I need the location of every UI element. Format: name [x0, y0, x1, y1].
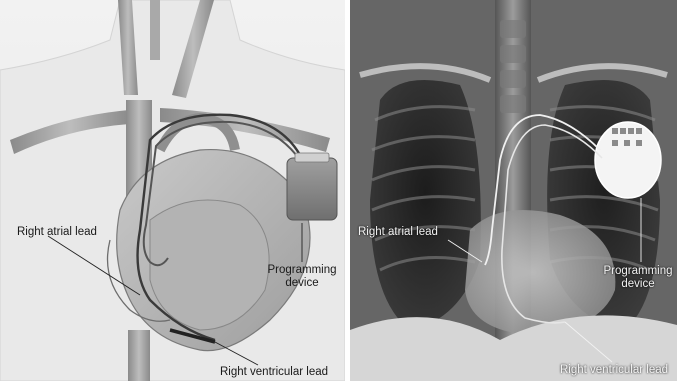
xray-programming-device-label: Programming device — [598, 265, 677, 291]
programming-device-label-line2: device — [262, 277, 342, 290]
right-atrial-lead-label: Right atrial lead — [17, 226, 97, 239]
xray-programming-device-label-line2: device — [598, 278, 677, 291]
right-ventricular-lead-label: Right ventricular lead — [220, 366, 328, 379]
xray-programming-device-label-line1: Programming — [598, 265, 677, 278]
programming-device-label: Programming device — [262, 264, 342, 290]
pacemaker-illustration — [0, 0, 345, 381]
chest-xray-image — [350, 0, 677, 381]
xray-panel: Right atrial lead Programming device Rig… — [350, 0, 677, 381]
programming-device-label-line1: Programming — [262, 264, 342, 277]
xray-right-ventricular-lead-label: Right ventricular lead — [560, 364, 668, 377]
xray-right-atrial-lead-label: Right atrial lead — [358, 226, 438, 239]
illustration-panel: Right atrial lead Programming device Rig… — [0, 0, 345, 381]
